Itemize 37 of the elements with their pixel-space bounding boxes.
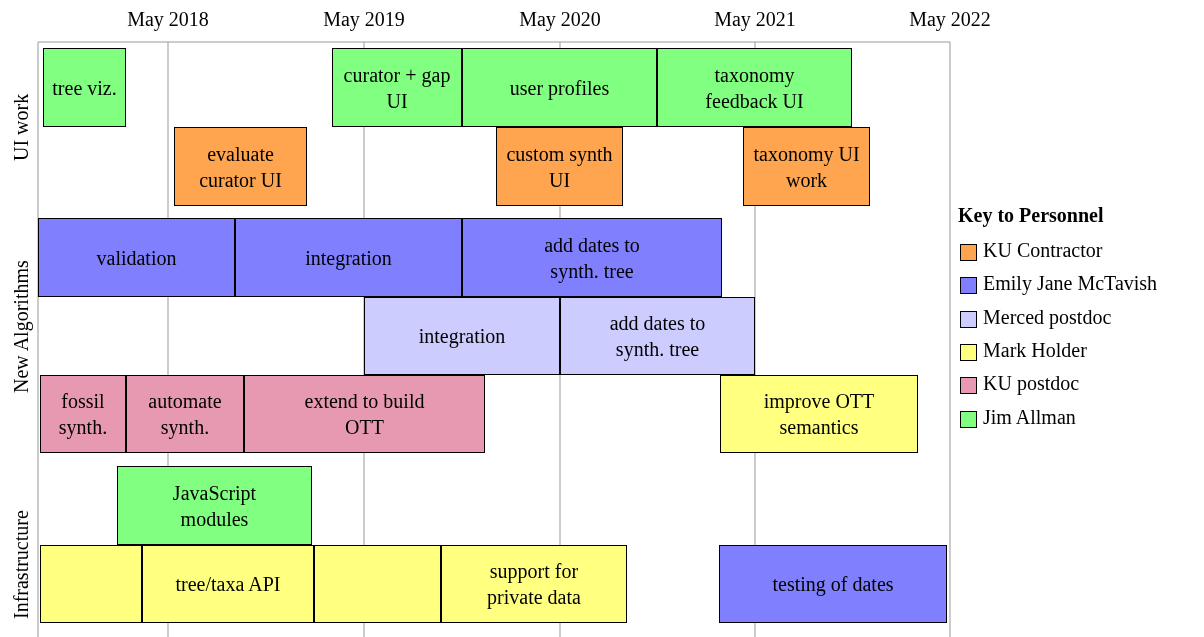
legend-title: Key to Personnel xyxy=(958,204,1104,227)
legend-label: Merced postdoc xyxy=(983,305,1112,329)
axis-label: May 2022 xyxy=(908,8,992,31)
row-label: UI work xyxy=(10,92,33,163)
task-bar: support for private data xyxy=(441,545,627,623)
legend-label: Jim Allman xyxy=(983,405,1076,429)
task-bar: integration xyxy=(364,297,560,375)
axis-label: May 2020 xyxy=(518,8,602,31)
task-bar: JavaScript modules xyxy=(117,466,312,545)
task-bar: improve OTT semantics xyxy=(720,375,918,453)
task-bar: add dates to synth. tree xyxy=(560,297,755,375)
task-bar: fossil synth. xyxy=(40,375,126,453)
axis-label: May 2021 xyxy=(713,8,797,31)
row-label: New Algorithms xyxy=(10,259,33,396)
task-bar: taxonomy feedback UI xyxy=(657,48,852,127)
row-label: Infrastructure xyxy=(10,509,33,622)
task-bar xyxy=(40,545,142,623)
task-bar: validation xyxy=(38,218,235,297)
task-bar: extend to build OTT xyxy=(244,375,485,453)
task-bar: testing of dates xyxy=(719,545,947,623)
task-bar: curator + gap UI xyxy=(332,48,462,127)
task-bar: automate synth. xyxy=(126,375,244,453)
task-bar: tree viz. xyxy=(43,48,126,127)
axis-label: May 2018 xyxy=(126,8,210,31)
task-bar xyxy=(314,545,441,623)
task-bar: taxonomy UI work xyxy=(743,127,870,206)
task-bar: integration xyxy=(235,218,462,297)
task-bar: custom synth UI xyxy=(496,127,623,206)
legend-label: KU postdoc xyxy=(983,372,1080,396)
legend-label: Mark Holder xyxy=(983,338,1087,362)
legend-label: Emily Jane McTavish xyxy=(983,272,1158,296)
axis-label: May 2019 xyxy=(322,8,406,31)
task-bar: user profiles xyxy=(462,48,657,127)
task-bar: tree/taxa API xyxy=(142,545,314,623)
task-bar: evaluate curator UI xyxy=(174,127,307,206)
task-bar: add dates to synth. tree xyxy=(462,218,722,297)
legend-label: KU Contractor xyxy=(983,239,1103,262)
